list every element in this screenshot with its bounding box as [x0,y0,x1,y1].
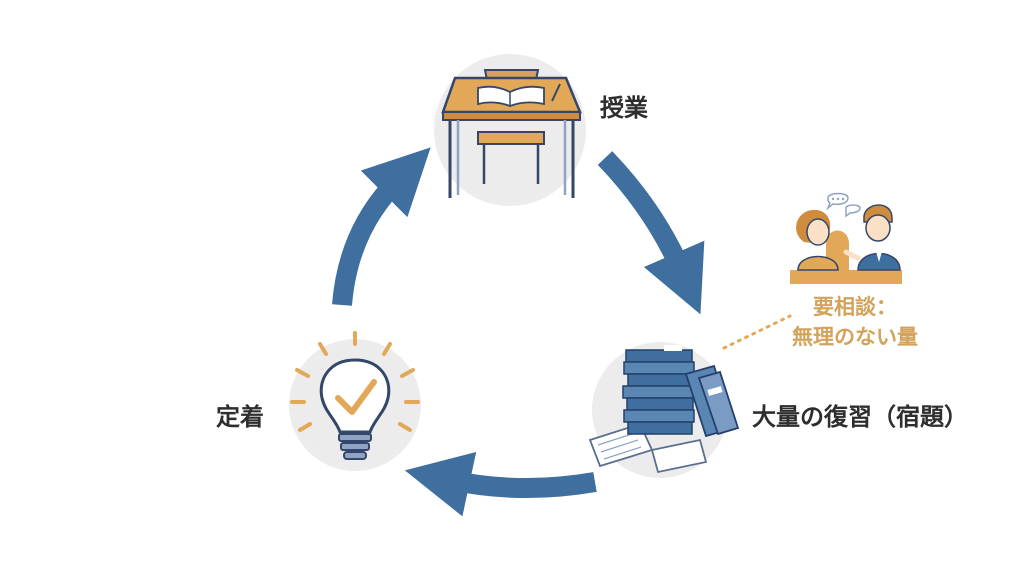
lightbulb-check-icon [289,331,421,471]
consultation-line-2: 無理のない量 [792,325,918,349]
node-label-lesson: 授業 [600,94,648,122]
teacher-student-icon [790,192,902,284]
books-icon [588,342,740,478]
node-label-retention: 定着 [216,403,264,431]
desk-icon [434,54,586,206]
cycle-arrow-lesson-to-review [597,151,705,315]
cycle-arrow-review-to-retention [404,451,597,517]
cycle-arrow-retention-to-lesson [332,147,431,306]
consultation-line-1: 要相談： [813,295,897,319]
consultation-note: 要相談： 無理のない量 [770,292,940,352]
node-label-review: 大量の復習（宿題） [752,403,968,431]
